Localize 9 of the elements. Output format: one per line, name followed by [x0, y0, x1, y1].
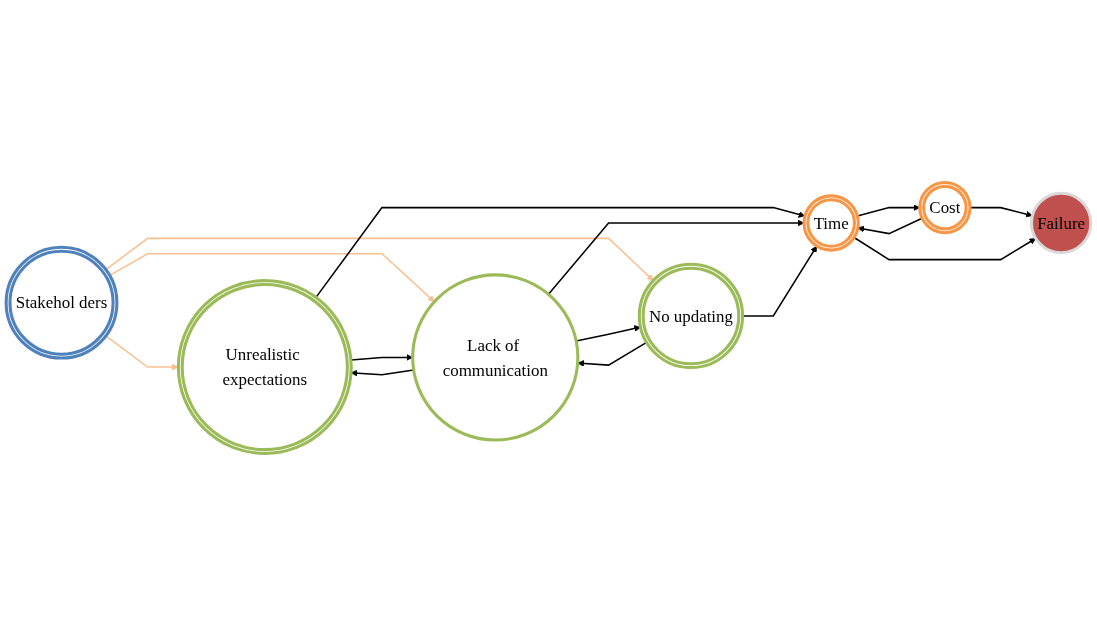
node-circle: Stakehol ders: [4, 245, 119, 360]
arrow: [853, 236, 1037, 261]
node-circle: Failure: [1029, 191, 1093, 255]
node-circle: No updating: [637, 262, 745, 370]
node-circle: Time: [802, 194, 860, 252]
arrow: [108, 252, 435, 302]
arrow: [105, 237, 654, 281]
node-circle: Lack of communication: [411, 273, 580, 442]
arrow: [575, 325, 641, 342]
